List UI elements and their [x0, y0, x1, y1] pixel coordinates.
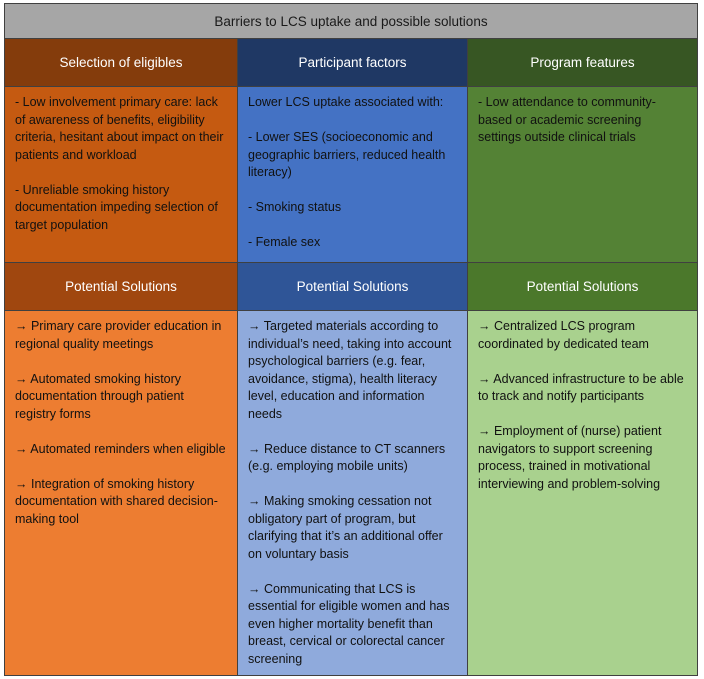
solutions-program-cell: → Centralized LCS program coordinated by…: [468, 311, 697, 675]
solution-item: → Employment of (nurse) patient navigato…: [478, 424, 662, 491]
barrier-item: - Lower SES (socioeconomic and geographi…: [248, 130, 446, 179]
solutions-selection-cell: → Primary care provider education in reg…: [5, 311, 238, 675]
solutions-header-row: Potential Solutions Potential Solutions …: [5, 263, 697, 311]
barrier-item: Lower LCS uptake associated with:: [248, 95, 444, 109]
header-program-features: Program features: [468, 39, 697, 86]
barriers-program-cell: - Low attendance to community-based or a…: [468, 87, 697, 262]
solution-item: → Advanced infrastructure to be able to …: [478, 371, 684, 404]
solution-item: → Targeted materials according to indivi…: [248, 319, 452, 421]
barriers-solutions-table: Barriers to LCS uptake and possible solu…: [4, 3, 698, 676]
solution-item: → Reduce distance to CT scanners (e.g. e…: [248, 441, 446, 474]
solution-item: → Centralized LCS program coordinated by…: [478, 319, 649, 351]
solution-item: → Communicating that LCS is essential fo…: [248, 581, 450, 666]
solution-item: → Automated reminders when eligible: [15, 441, 226, 456]
solutions-row: → Primary care provider education in reg…: [5, 311, 697, 675]
solution-item: → Making smoking cessation not obligator…: [248, 494, 443, 561]
solution-item: → Automated smoking history documentatio…: [15, 371, 184, 421]
solutions-header-program: Potential Solutions: [468, 263, 697, 310]
solution-item: → Primary care provider education in reg…: [15, 319, 222, 351]
barrier-item: - Low attendance to community-based or a…: [478, 95, 656, 144]
header-participant-factors: Participant factors: [238, 39, 468, 86]
barrier-item: - Female sex: [248, 235, 321, 249]
barriers-selection-cell: - Low involvement primary care: lack of …: [5, 87, 238, 262]
table-title: Barriers to LCS uptake and possible solu…: [5, 4, 697, 39]
barrier-item: - Unreliable smoking history documentati…: [15, 182, 218, 232]
barrier-item: - Smoking status: [248, 200, 342, 214]
barrier-item: - Low involvement primary care: lack of …: [15, 95, 224, 162]
barriers-row: - Low involvement primary care: lack of …: [5, 87, 697, 263]
solutions-header-participant: Potential Solutions: [238, 263, 468, 310]
solutions-participant-cell: → Targeted materials according to indivi…: [238, 311, 468, 675]
header-selection-of-eligibles: Selection of eligibles: [5, 39, 238, 86]
barriers-participant-cell: Lower LCS uptake associated with: - Lowe…: [238, 87, 468, 262]
barrier-header-row: Selection of eligibles Participant facto…: [5, 39, 697, 87]
solutions-header-selection: Potential Solutions: [5, 263, 238, 310]
solution-item: → Integration of smoking history documen…: [15, 476, 218, 526]
